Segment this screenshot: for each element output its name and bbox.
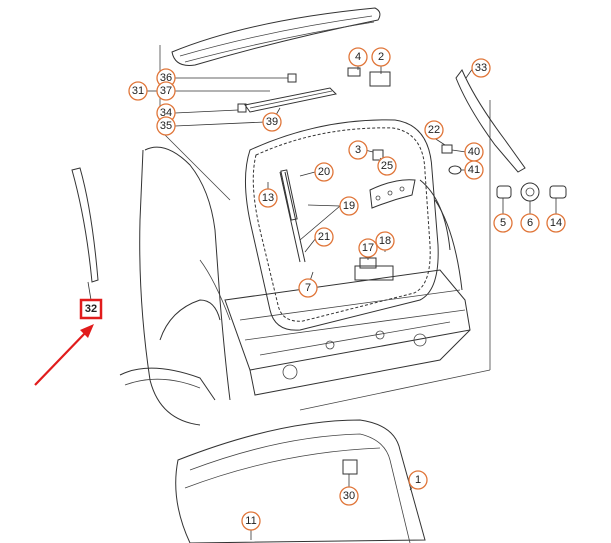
callout-6[interactable]: 6 (520, 213, 540, 233)
callout-11[interactable]: 11 (241, 511, 261, 531)
lock-parts (347, 67, 416, 281)
callout-40[interactable]: 40 (464, 142, 484, 162)
leader-lines (87, 66, 557, 540)
callout-30[interactable]: 30 (339, 486, 359, 506)
callout-14[interactable]: 14 (546, 213, 566, 233)
svg-text:3: 3 (355, 144, 361, 156)
tailgate-opening (245, 119, 439, 331)
red-arrow-indicator (34, 324, 94, 386)
callout-18[interactable]: 18 (375, 231, 395, 251)
callout-7[interactable]: 7 (298, 278, 318, 298)
svg-text:13: 13 (262, 192, 274, 204)
hinge-trim-bracket (237, 73, 338, 113)
svg-text:30: 30 (343, 490, 355, 502)
svg-text:18: 18 (379, 235, 391, 247)
svg-text:20: 20 (318, 166, 330, 178)
callout-37[interactable]: 37 (156, 81, 176, 101)
svg-text:40: 40 (468, 146, 480, 158)
svg-text:17: 17 (362, 242, 374, 254)
rear-spoiler (171, 7, 381, 66)
callout-31[interactable]: 31 (128, 81, 148, 101)
svg-text:35: 35 (160, 120, 172, 132)
svg-text:5: 5 (500, 217, 506, 229)
svg-text:41: 41 (468, 164, 480, 176)
callout-20[interactable]: 20 (314, 162, 334, 182)
left-trim-strip (71, 167, 99, 283)
callout-3[interactable]: 3 (348, 140, 368, 160)
svg-text:39: 39 (266, 116, 278, 128)
svg-text:32: 32 (85, 303, 97, 315)
callout-33[interactable]: 33 (471, 58, 491, 78)
svg-text:34: 34 (160, 107, 172, 119)
svg-text:21: 21 (318, 231, 330, 243)
callout-35[interactable]: 35 (156, 116, 176, 136)
svg-text:7: 7 (305, 282, 311, 294)
svg-text:33: 33 (475, 62, 487, 74)
callout-17[interactable]: 17 (358, 238, 378, 258)
rear-panel (224, 179, 471, 396)
right-trim-strip (455, 69, 526, 173)
svg-text:1: 1 (415, 474, 421, 486)
callout-21[interactable]: 21 (314, 227, 334, 247)
svg-text:19: 19 (343, 200, 355, 212)
svg-text:11: 11 (245, 515, 256, 527)
gas-strut (279, 169, 306, 263)
rear-body-side (119, 146, 231, 426)
callout-2[interactable]: 2 (371, 47, 391, 67)
callout-22[interactable]: 22 (424, 120, 444, 140)
callout-39[interactable]: 39 (262, 112, 282, 132)
callout-5[interactable]: 5 (493, 213, 513, 233)
callout-19[interactable]: 19 (339, 196, 359, 216)
callout-1[interactable]: 1 (408, 470, 428, 490)
svg-text:36: 36 (160, 72, 172, 84)
callout-4[interactable]: 4 (348, 47, 368, 67)
callout-41[interactable]: 41 (464, 160, 484, 180)
svg-text:31: 31 (132, 85, 144, 97)
svg-text:22: 22 (428, 124, 440, 136)
callout-32-highlighted[interactable]: 32 (79, 298, 103, 320)
svg-text:2: 2 (378, 51, 384, 63)
callout-13[interactable]: 13 (258, 188, 278, 208)
svg-text:37: 37 (160, 85, 172, 97)
svg-text:14: 14 (550, 217, 562, 229)
svg-text:6: 6 (527, 217, 533, 229)
rear-window-glass (175, 419, 426, 543)
callout-25[interactable]: 25 (377, 156, 397, 176)
bumper-stop-parts (441, 144, 567, 202)
svg-text:4: 4 (355, 51, 361, 63)
svg-text:25: 25 (381, 160, 393, 172)
